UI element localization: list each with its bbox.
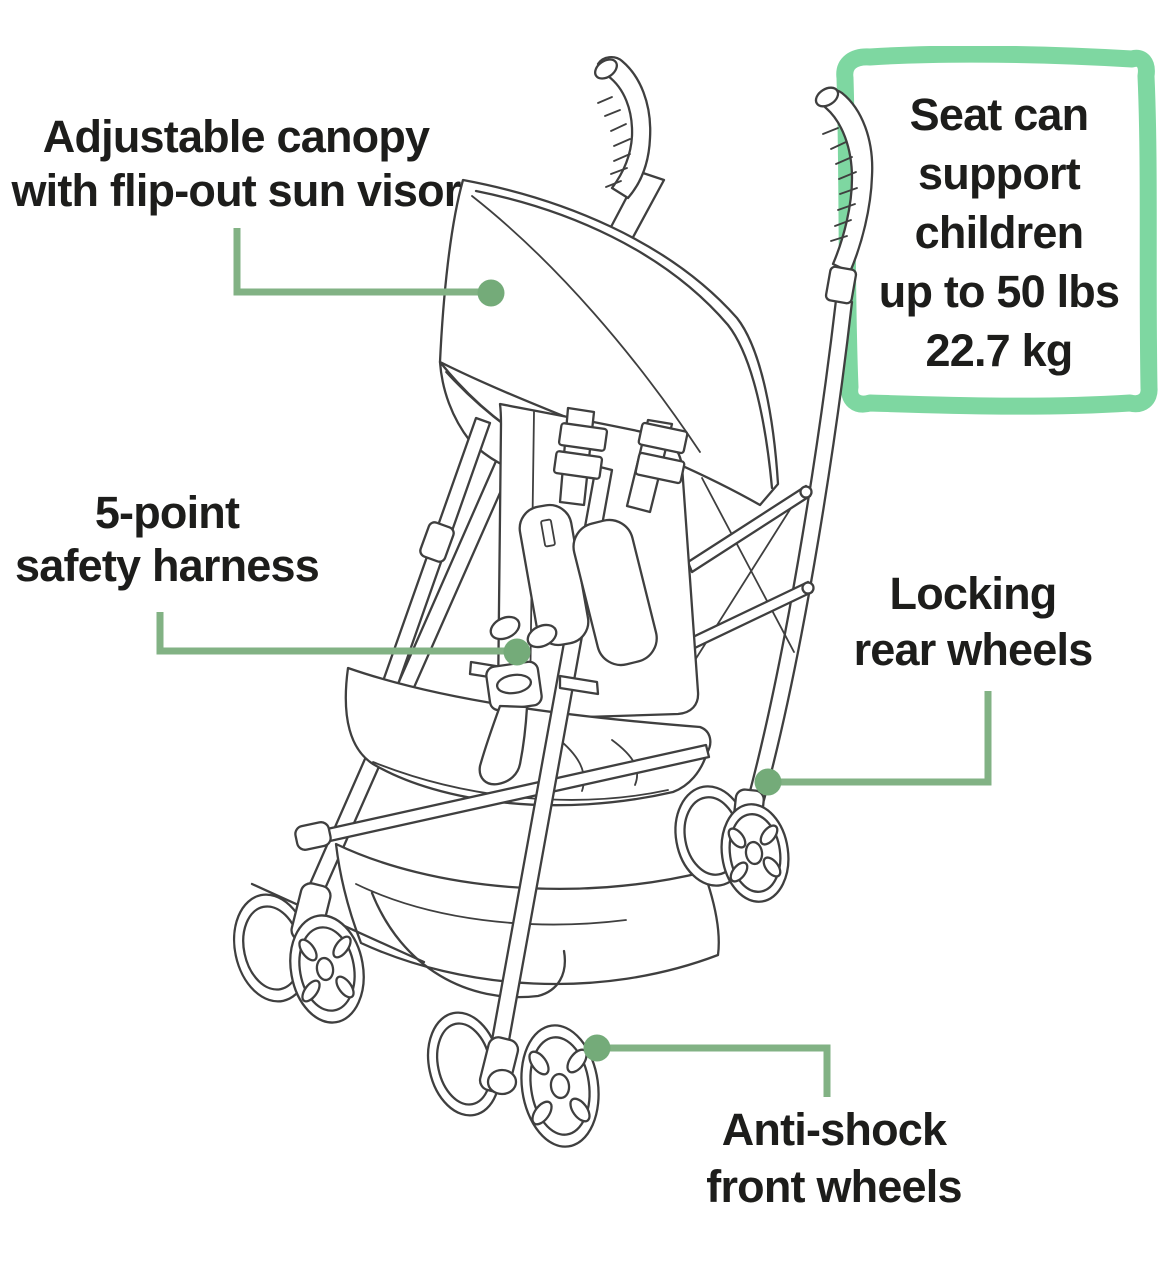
rear-wheels-callout-connector [754,691,992,796]
canopy-label-line2: with flip-out sun visor [11,165,461,216]
seat-capacity-callout-box: Seat can support children up to 50 lbs 2… [836,46,1162,416]
stroller-frame [304,450,815,902]
seat-capacity-line2: support [918,148,1081,199]
canopy-callout-dot [477,279,505,307]
rear-wheels-callout-dot [754,768,782,796]
harness-shoulder-pad-right [572,518,658,667]
canopy-label-line1: Adjustable canopy [42,111,430,162]
stroller-harness [468,406,689,786]
front-wheels-label: Anti-shock front wheels [664,1101,1004,1215]
canopy-callout-connector [233,228,505,307]
harness-callout-connector [156,612,531,666]
rear-wheels-label-line2: rear wheels [853,624,1094,675]
harness-label-line2: safety harness [15,540,320,591]
seat-capacity-line5: 22.7 kg [925,325,1073,376]
rear-wheels-label: Locking rear wheels [813,566,1133,678]
front-wheels-callout-connector [583,1034,831,1097]
stroller-front-center-wheels [426,1011,600,1148]
stroller-lower-rail [294,743,711,851]
seat-capacity-text: Seat can support children up to 50 lbs 2… [836,85,1162,380]
seat-capacity-line1: Seat can [909,89,1090,140]
harness-label: 5-point safety harness [0,486,342,592]
front-wheels-callout-dot [583,1034,611,1062]
harness-callout-dot [503,638,531,666]
canopy-label: Adjustable canopy with flip-out sun viso… [0,110,486,218]
seat-capacity-line3: children [914,207,1084,258]
stroller-front-left-wheels [232,882,365,1024]
front-wheels-label-line1: Anti-shock [721,1104,947,1155]
front-wheels-label-line2: front wheels [706,1161,962,1212]
rear-wheels-label-line1: Locking [889,568,1058,619]
harness-crotch-strap [478,704,529,786]
harness-label-line1: 5-point [94,487,240,538]
stroller-rear-wheels [674,785,790,903]
seat-capacity-line4: up to 50 lbs [878,266,1120,317]
